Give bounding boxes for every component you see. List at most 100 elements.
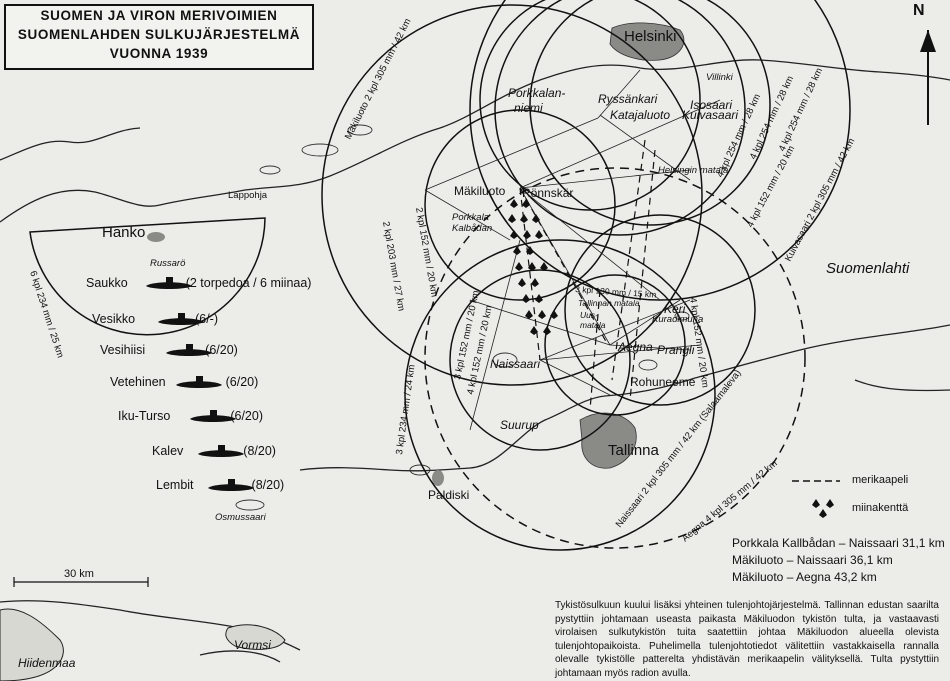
submarine-icon [166,344,212,356]
place-helsinki: Helsinki [624,28,677,45]
place-makiluoto: Mäkiluoto [454,184,506,198]
naissaari-305-range [424,167,806,549]
place-porkkalanniemi-2: niemi [514,101,543,115]
minefield-markers [508,199,558,335]
place-helsingin-matala: Helsingin matala [658,165,729,176]
place-porkkalanniemi: Porkkalan- [508,86,566,100]
legend-minefield-symbol [812,499,834,518]
north-label: N [913,2,925,19]
place-vormsi: Vormsi [234,638,271,652]
makiluoto-305-range [321,4,703,386]
place-kuivasaari: Kuivasaari [682,108,739,122]
place-porkkala-kalbadan-2: Kalbådan [452,223,493,234]
isosaari-254-range [494,0,746,236]
submarine-icons [146,277,254,491]
submarine-spec: (8/20) [243,444,276,458]
submarine-spec: (6/20) [230,409,263,423]
place-katajaluoto: Katajaluoto [610,108,671,122]
battery-label: Mäkiluoto 2 kpl 305 mm / 42 km [343,17,414,142]
battery-label: 3 kpl 234 mm / 24 km [394,364,418,456]
submarine-row: Saukko (2 torpedoa / 6 miinaa) [86,276,311,290]
place-suurup: Suurup [500,418,539,432]
place-porkkala-kalbadan: Porkkala [452,212,489,223]
fire-control-sectors [424,69,721,431]
place-aegna: Aegna [618,340,653,354]
place-uusmatala: Uus- [580,310,598,320]
submarine-row: Lembit (8/20) [156,478,284,492]
submarine-icon [176,376,222,388]
place-ronnskar: Rönnskär [522,186,574,200]
place-naissaari: Naissaari [490,357,541,371]
submarine-row: Vesihiisi(6/20) [100,343,238,357]
place-rohuneeme: Rohuneeme [630,375,696,389]
place-tallinnan-matala: Tallinnan matala [578,298,640,308]
submarine-spec: (6/20) [205,343,238,357]
map-title: SUOMEN JA VIRON MERIVOIMIEN SUOMENLAHDEN… [4,4,314,70]
legend-minefield-label: miinakenttä [852,502,909,514]
battery-label: 2 kpl 203 mm / 27 km [380,221,407,312]
battery-label: Kuivasaari 2 kpl 305 mm / 42 km [783,136,857,263]
title-line-1: SUOMEN JA VIRON MERIVOIMIEN [40,8,278,23]
legend-cable-label: merikaapeli [852,474,909,486]
submarine-name: Saukko [86,276,128,290]
scale-bar [13,577,149,587]
north-arrow-icon [920,30,936,125]
submarine-name: Kalev [152,444,184,458]
paldiski-city-area [432,470,444,486]
suurup-234-range [404,239,716,551]
vormsi-island [225,624,286,650]
isosaari-254-range-2 [529,0,771,226]
battery-label: 2 kpl 152 mm / 20 km [413,207,440,298]
submarine-icon [208,479,254,491]
place-hiidenmaa: Hiidenmaa [18,656,76,670]
submarine-spec: (6/-) [195,312,219,326]
submarine-name: Iku-Turso [118,409,171,423]
submarine-row: Kalev (8/20) [152,444,276,458]
submarine-icon [190,410,236,422]
submarine-spec: (2 torpedoa / 6 miinaa) [185,276,312,290]
islands [235,124,690,511]
tallinna-city-area [579,412,637,469]
submarine-name: Vesikko [92,312,136,326]
map-caption: Tykistösulkuun kuului lisäksi yhteinen t… [555,600,939,679]
naissaari-152-range [449,269,631,451]
hiidenmaa-island [0,608,64,681]
place-prangli: Prangli [657,343,695,357]
place-russaro: Russarö [150,258,186,269]
submarine-name: Lembit [156,478,194,492]
porkkala-152-range [424,109,616,301]
place-paldiski: Paldiski [428,488,470,502]
title-line-2: SUOMENLAHDEN SULKUJÄRJESTELMÄ [17,27,301,42]
place-kuradimuna: Kuradimuna [652,314,704,325]
submarine-row: Iku-Turso (6/20) [118,409,263,423]
coastline [0,59,950,663]
submarine-spec: (6/20) [225,375,259,389]
place-ryssankari: Ryssänkari [598,92,658,106]
distance-line: Mäkiluoto – Aegna 43,2 km [732,570,877,584]
place-keri: Keri [664,302,686,316]
helsinki-city-area [609,22,685,61]
submarine-name: Vetehinen [110,375,166,389]
place-osmussaari: Osmussaari [215,512,266,523]
submarine-icon [146,277,192,289]
distance-line: Porkkala Kallbådan – Naissaari 31,1 km [732,536,945,550]
submarine-row: Vetehinen (6/20) [110,375,258,389]
place-hanko: Hanko [102,224,146,241]
aegna-130-range [544,274,686,416]
place-suomenlahti: Suomenlahti [826,260,910,277]
katajaluoto-254-range [479,0,701,211]
hanko-city-area [147,232,165,242]
battery-label: 6 kpl 234 mm / 25 km [27,270,66,360]
place-lappohja: Lappohja [228,190,268,201]
scale-label: 30 km [64,568,94,580]
submarine-spec: (8/20) [251,478,285,492]
place-tallinna: Tallinna [608,442,659,459]
hanko-234-sector [29,217,266,336]
distance-line: Mäkiluoto – Naissaari 36,1 km [732,553,893,567]
keri-152-range [564,214,756,406]
mine-cluster-1 [508,199,558,335]
submarine-icon [198,445,244,457]
place-isosaari: Isosaari [690,98,733,112]
